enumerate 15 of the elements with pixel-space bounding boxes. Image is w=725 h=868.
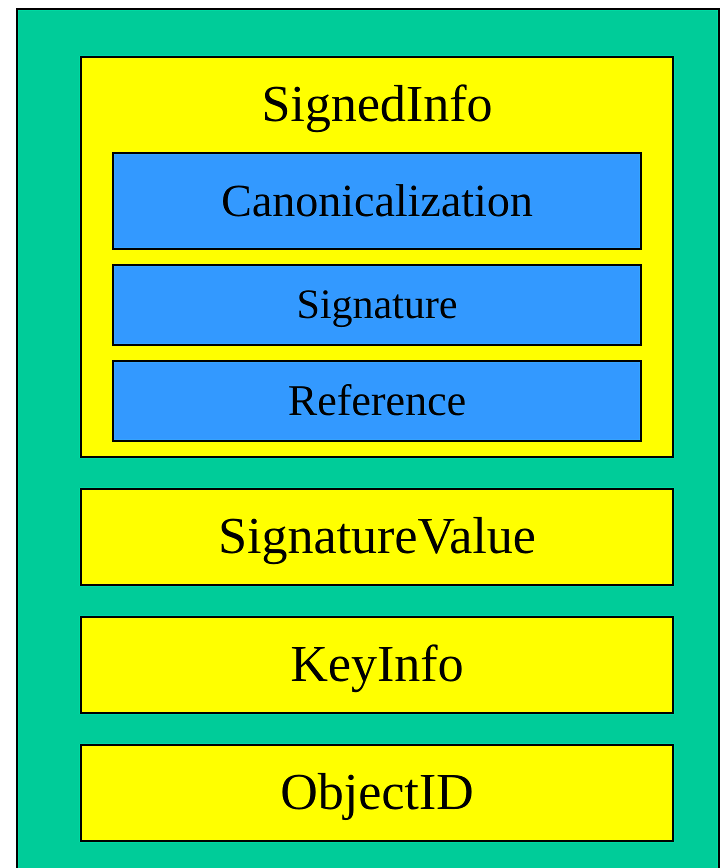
element-box (112, 360, 642, 442)
element-name: Signature (296, 282, 458, 328)
element-name: Canonicalization (221, 176, 533, 226)
group-box (80, 56, 674, 458)
element-box (80, 488, 674, 586)
element-name: KeyInfo (290, 636, 464, 694)
element-box (112, 264, 642, 346)
element-box (112, 152, 642, 250)
container-box (16, 8, 720, 868)
element-name: Reference (288, 376, 466, 426)
element-box (80, 744, 674, 842)
element-name: SignedInfo (261, 76, 493, 134)
element-box (80, 616, 674, 714)
element-name: SignatureValue (218, 508, 536, 566)
element-name: ObjectID (280, 764, 474, 822)
